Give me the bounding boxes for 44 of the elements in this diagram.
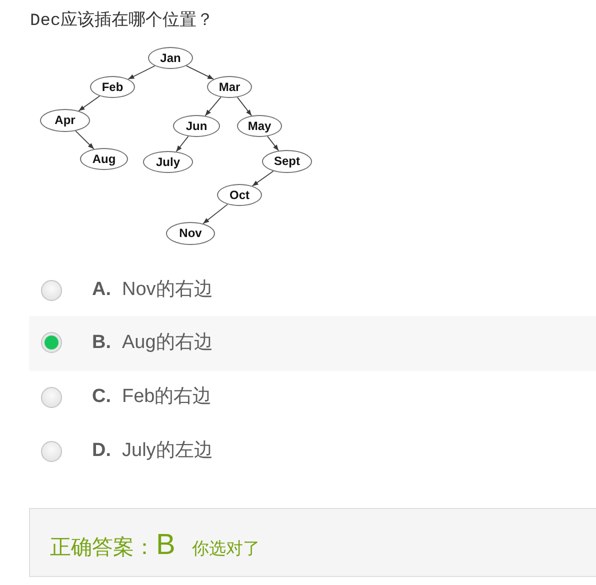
answer-label: 正确答案： [50, 536, 155, 560]
question-title: Dec应该插在哪个位置？ [30, 12, 214, 32]
ellipse-node [217, 184, 262, 206]
result-message: 你选对了 [192, 539, 260, 559]
option-text: July的左边 [122, 440, 213, 462]
ellipse-node [207, 76, 252, 98]
node-label: Aug [92, 152, 116, 166]
option-text: Feb的右边 [122, 386, 212, 408]
ellipse-node [166, 222, 215, 245]
node-label: May [248, 120, 272, 132]
ellipse-node [143, 151, 193, 173]
arrow [204, 96, 222, 116]
node-label: Nov [179, 227, 202, 240]
arrow [202, 204, 228, 224]
option-text: Aug的右边 [122, 332, 213, 354]
arrow [75, 130, 94, 150]
node-label: Feb [102, 80, 124, 94]
node-label: Apr [54, 114, 76, 127]
ellipse-node [173, 115, 220, 137]
arrow [267, 136, 280, 152]
ellipse-node [237, 115, 282, 137]
node-label: Mar [218, 80, 240, 94]
option-letter: C. [92, 386, 111, 408]
ellipse-node [80, 148, 128, 170]
ellipse-node [262, 150, 312, 173]
answer-letter: B [156, 530, 176, 560]
node-label: Sept [274, 155, 300, 168]
arrow [128, 65, 156, 80]
arrow [78, 96, 100, 112]
arrow [252, 170, 274, 186]
option-letter: D. [92, 440, 111, 462]
arrow [236, 96, 252, 116]
option-letter: A. [92, 279, 111, 301]
arrow [186, 65, 214, 80]
arrow [176, 136, 189, 152]
node-label: Oct [229, 188, 250, 202]
node-label: Jun [186, 120, 208, 132]
node-label: Jan [160, 52, 181, 64]
option-letter: B. [92, 332, 111, 354]
ellipse-node [40, 109, 90, 132]
option-text: Nov的右边 [122, 279, 213, 301]
ellipse-node [148, 47, 193, 69]
node-label: July [156, 156, 180, 168]
ellipse-node [90, 76, 135, 98]
